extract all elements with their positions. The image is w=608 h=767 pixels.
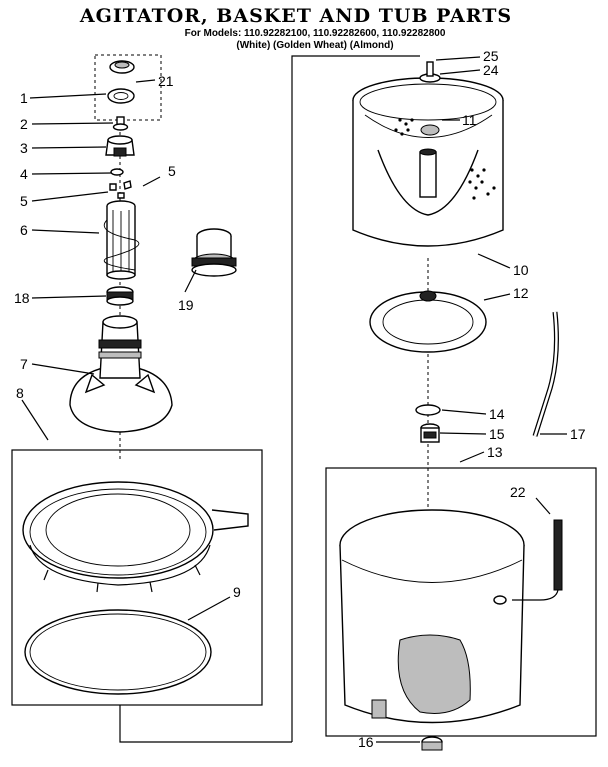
model-numbers: For Models: 110.92282100, 110.92282600, … xyxy=(185,28,446,39)
callout-19: 19 xyxy=(178,297,194,313)
tub-ring-box xyxy=(11,449,263,706)
model-colors: (White) (Golden Wheat) (Almond) xyxy=(236,40,393,51)
callout-9: 9 xyxy=(233,584,241,600)
tub-ring xyxy=(22,481,214,579)
callout-13: 13 xyxy=(487,444,503,460)
callout-15: 15 xyxy=(489,426,505,442)
bottom-connector-line xyxy=(119,705,292,743)
callout-1: 1 xyxy=(20,90,28,106)
part-14-retaining-ring xyxy=(415,404,441,416)
callout-6: 6 xyxy=(20,222,28,238)
outer-tub-box xyxy=(325,467,597,737)
callout-25: 25 xyxy=(483,48,499,64)
part-2-cam-bolt xyxy=(112,116,129,131)
part-12-drive-bell xyxy=(369,290,487,353)
tub-ring-gasket xyxy=(24,609,212,695)
cap-dashed-box xyxy=(94,54,162,121)
part-22-tub-hose xyxy=(493,519,563,605)
part-3-cam xyxy=(105,135,135,157)
callout-leaders xyxy=(21,56,567,743)
part-5-dogs xyxy=(109,180,132,199)
callout-4: 4 xyxy=(20,166,28,182)
part-16-tub-nut xyxy=(421,736,443,751)
callout-5-left: 5 xyxy=(20,193,28,209)
part-8-tub-ring-group xyxy=(11,449,263,706)
part-19-agitator-bearing-kit xyxy=(191,228,237,277)
part-15-hub xyxy=(420,423,440,443)
callout-18: 18 xyxy=(14,290,30,306)
part-18-bearing xyxy=(106,286,134,306)
callout-12: 12 xyxy=(513,285,529,301)
callout-16: 16 xyxy=(358,734,374,750)
part-21-agitator-cap-group xyxy=(94,54,162,121)
callout-14: 14 xyxy=(489,406,505,422)
callout-10: 10 xyxy=(513,262,529,278)
callout-3: 3 xyxy=(20,140,28,156)
callout-11: 11 xyxy=(462,112,477,128)
part-24-25-nut-and-seal xyxy=(419,61,441,83)
part-4-washer xyxy=(110,168,124,176)
callout-7: 7 xyxy=(20,356,28,372)
part-13-outer-tub-group xyxy=(325,467,597,737)
callout-17: 17 xyxy=(570,426,586,442)
callout-2: 2 xyxy=(20,116,28,132)
part-11-spin-nut xyxy=(420,124,440,136)
part-7-agitator-base xyxy=(69,315,173,433)
callout-labels: 1 21 2 3 4 5 5 6 18 19 7 8 9 25 24 11 10… xyxy=(14,48,586,750)
callout-24: 24 xyxy=(483,62,499,78)
cap-seal-ring xyxy=(107,88,135,104)
part-10-basket xyxy=(352,77,504,247)
callout-22: 22 xyxy=(510,484,526,500)
callout-8: 8 xyxy=(16,385,24,401)
part-6-auger xyxy=(103,200,140,280)
callout-5-right: 5 xyxy=(168,163,176,179)
callout-21: 21 xyxy=(158,73,174,89)
diagram-title: AGITATOR, BASKET AND TUB PARTS xyxy=(79,5,512,27)
assembly-connector-line xyxy=(291,55,420,742)
